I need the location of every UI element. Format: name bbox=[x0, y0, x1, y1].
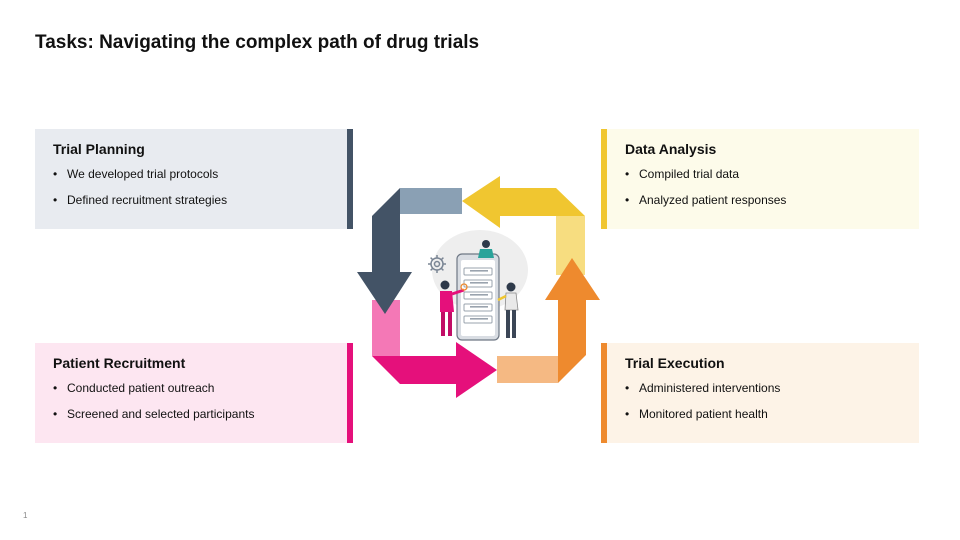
list-item: We developed trial protocols bbox=[53, 167, 329, 181]
trial-execution-list: Administered interventions Monitored pat… bbox=[625, 381, 901, 421]
trial-planning-box: Trial Planning We developed trial protoc… bbox=[35, 129, 353, 229]
clipboard-checklist-icon bbox=[456, 253, 500, 341]
cycle-arrow-yellow bbox=[462, 176, 585, 228]
list-item: Compiled trial data bbox=[625, 167, 901, 181]
list-item: Analyzed patient responses bbox=[625, 193, 901, 207]
cycle-segment-right-top bbox=[556, 216, 585, 275]
person-icon bbox=[478, 240, 494, 258]
cycle-arrow-orange bbox=[545, 258, 600, 383]
trial-planning-heading: Trial Planning bbox=[53, 141, 145, 157]
trial-execution-heading: Trial Execution bbox=[625, 355, 725, 371]
cycle-segment-top bbox=[400, 188, 462, 214]
patient-recruitment-box: Patient Recruitment Conducted patient ou… bbox=[35, 343, 353, 443]
data-analysis-list: Compiled trial data Analyzed patient res… bbox=[625, 167, 901, 207]
person-icon bbox=[497, 282, 519, 338]
page-title: Tasks: Navigating the complex path of dr… bbox=[35, 32, 480, 53]
trial-planning-list: We developed trial protocols Defined rec… bbox=[53, 167, 329, 207]
cycle-diagram bbox=[357, 176, 600, 398]
center-illustration bbox=[428, 230, 528, 341]
list-item: Screened and selected participants bbox=[53, 407, 329, 421]
list-item: Monitored patient health bbox=[625, 407, 901, 421]
patient-recruitment-heading: Patient Recruitment bbox=[53, 355, 186, 371]
trial-execution-box: Trial Execution Administered interventio… bbox=[601, 343, 919, 443]
cycle-arrow-pink bbox=[372, 342, 497, 398]
cycle-segment-bottom bbox=[497, 356, 558, 383]
person-icon bbox=[440, 280, 468, 336]
page-number: 1 bbox=[23, 511, 28, 520]
cycle-segment-left-bottom bbox=[372, 300, 400, 356]
list-item: Defined recruitment strategies bbox=[53, 193, 329, 207]
list-item: Conducted patient outreach bbox=[53, 381, 329, 395]
patient-recruitment-list: Conducted patient outreach Screened and … bbox=[53, 381, 329, 421]
gear-icon bbox=[428, 255, 446, 273]
data-analysis-heading: Data Analysis bbox=[625, 141, 717, 157]
cycle-arrow-slate bbox=[357, 188, 412, 314]
data-analysis-box: Data Analysis Compiled trial data Analyz… bbox=[601, 129, 919, 229]
list-item: Administered interventions bbox=[625, 381, 901, 395]
